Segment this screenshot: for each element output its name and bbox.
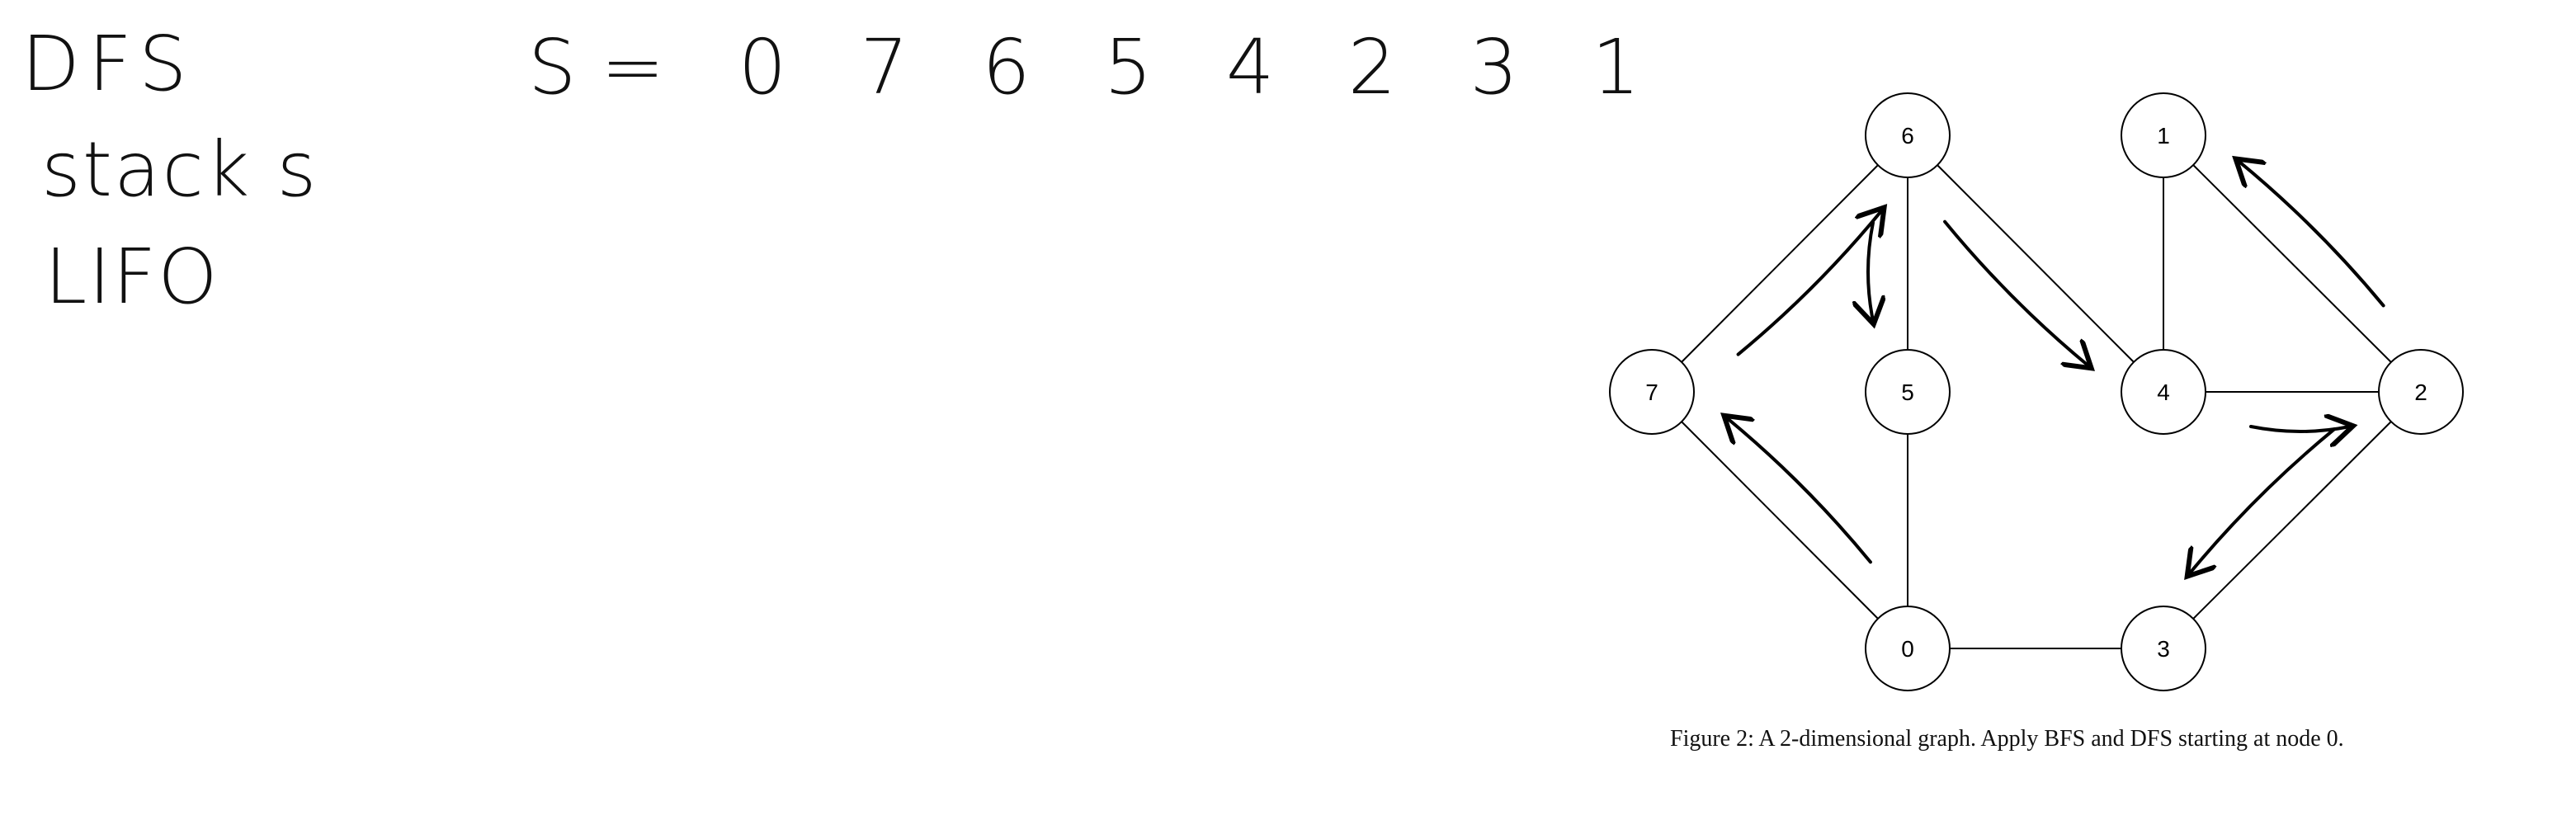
traversal-arrow-4-2 — [2249, 427, 2350, 431]
node-5-label: 5 — [1901, 380, 1914, 405]
edge-1-2 — [2192, 164, 2392, 363]
edge-7-6 — [1681, 164, 1879, 363]
node-7-circle — [1609, 349, 1695, 435]
handwritten-title: DFS — [21, 20, 196, 108]
node-6: 6 — [1865, 92, 1951, 178]
edge-0-7 — [1681, 421, 1879, 620]
traversal-arrow-6-5 — [1868, 221, 1873, 321]
node-4-label: 4 — [2157, 380, 2170, 405]
node-1-circle — [2121, 92, 2206, 178]
node-4-circle — [2121, 349, 2206, 435]
node-7: 7 — [1609, 349, 1695, 435]
node-4: 4 — [2121, 349, 2206, 435]
node-1: 1 — [2121, 92, 2206, 178]
traversal-arrow-0-7 — [1726, 417, 1872, 564]
traversal-arrow-6-4 — [1943, 219, 2088, 366]
handwritten-visit-sequence: S= 0 7 6 5 4 2 3 1 — [528, 23, 1665, 111]
handwritten-lifo-note: LIFO — [45, 233, 219, 321]
node-3-label: 3 — [2157, 636, 2170, 662]
traversal-arrow-7-6 — [1736, 210, 1882, 356]
traversal-arrow-2-1 — [2239, 161, 2385, 308]
node-2-circle — [2378, 349, 2464, 435]
node-0-circle — [1865, 606, 1951, 691]
edge-2-3 — [2192, 421, 2392, 620]
edge-6-4 — [1937, 164, 2135, 363]
node-6-label: 6 — [1901, 123, 1914, 148]
node-7-label: 7 — [1645, 380, 1658, 405]
node-0-label: 0 — [1901, 636, 1914, 662]
traversal-arrow-2-3 — [2189, 427, 2337, 573]
node-5-circle — [1865, 349, 1951, 435]
node-0: 0 — [1865, 606, 1951, 691]
handwritten-stack-note: stack s — [41, 125, 318, 214]
node-5: 5 — [1865, 349, 1951, 435]
node-2-label: 2 — [2414, 380, 2427, 405]
node-3: 3 — [2121, 606, 2206, 691]
node-2: 2 — [2378, 349, 2464, 435]
figure-caption: Figure 2: A 2-dimensional graph. Apply B… — [1670, 726, 2344, 752]
node-3-circle — [2121, 606, 2206, 691]
node-6-circle — [1865, 92, 1951, 178]
node-1-label: 1 — [2157, 123, 2170, 148]
